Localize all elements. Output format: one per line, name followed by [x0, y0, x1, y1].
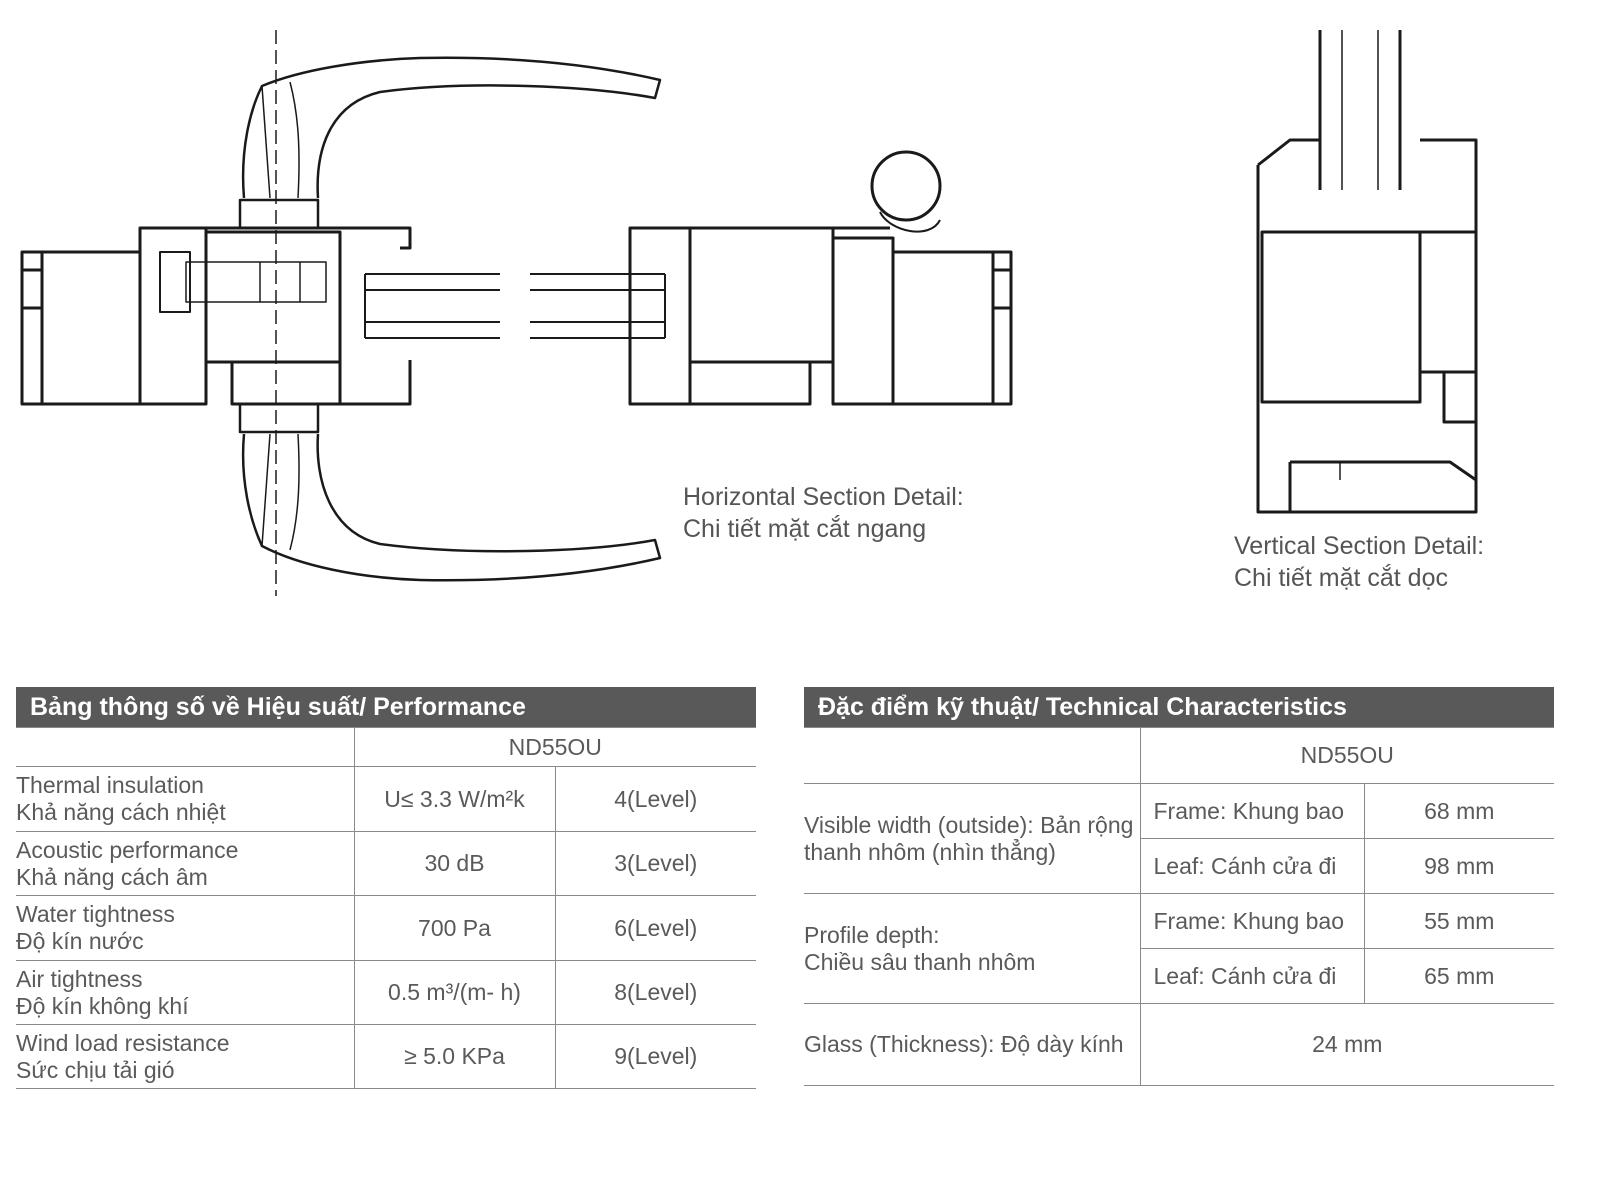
table-row: Glass (Thickness): Độ dày kính 24 mm: [804, 1003, 1554, 1086]
lever-handle-upper: [238, 56, 662, 228]
vertical-caption-en: Vertical Section Detail:: [1234, 532, 1485, 560]
row-label-en: Acoustic performance: [16, 836, 239, 863]
lever-handle-lower: [238, 404, 662, 582]
profile-depth-leaf-value: 65 mm: [1363, 948, 1554, 1004]
vertical-section: [1256, 30, 1478, 514]
row-value: 0.5 m³/(m- h): [353, 960, 555, 1025]
row-value: ≥ 5.0 KPa: [353, 1024, 555, 1089]
row-label-en: Air tightness: [16, 965, 143, 992]
profile-depth-frame-label: Frame: Khung bao: [1139, 893, 1364, 949]
row-value: U≤ 3.3 W/m²k: [353, 766, 555, 832]
horizontal-caption-vi: Chi tiết mặt cắt ngang: [683, 515, 927, 543]
horizontal-section-right: [628, 150, 1013, 406]
visible-width-leaf-label: Leaf: Cánh cửa đi: [1139, 838, 1364, 894]
section-drawings: [20, 30, 1478, 596]
row-level: 8(Level): [554, 960, 757, 1025]
performance-model: ND55OU: [353, 727, 757, 767]
glass-panel: [364, 273, 666, 339]
row-label-en: Thermal insulation: [16, 772, 204, 798]
profile-depth-leaf-label: Leaf: Cánh cửa đi: [1139, 948, 1364, 1004]
performance-title: Bảng thông số về Hiệu suất/ Performance: [16, 687, 757, 728]
visible-width-frame-label: Frame: Khung bao: [1139, 783, 1364, 839]
performance-table: Bảng thông số về Hiệu suất/ Performance …: [16, 687, 757, 1089]
row-label-vi: Độ kín nước: [16, 928, 144, 954]
glass-thickness-value: 24 mm: [1139, 1003, 1554, 1086]
row-label-vi: Khả năng cách nhiệt: [16, 799, 226, 825]
row-level: 3(Level): [554, 831, 757, 896]
row-level: 6(Level): [554, 895, 757, 961]
row-level: 9(Level): [554, 1024, 757, 1089]
profile-depth-frame-value: 55 mm: [1363, 893, 1554, 949]
technical-model: ND55OU: [1139, 727, 1554, 784]
technical-table: Đặc điểm kỹ thuật/ Technical Characteris…: [804, 687, 1554, 1086]
profile-depth-label-line1: Profile depth:: [804, 921, 940, 948]
row-label-en: Water tightness: [16, 901, 175, 927]
horizontal-section-caption: Horizontal Section Detail: Chi tiết mặt …: [683, 481, 964, 545]
row-label-en: Wind load resistance: [16, 1029, 230, 1056]
row-level: 4(Level): [554, 766, 757, 832]
horizontal-caption-en: Horizontal Section Detail:: [683, 483, 964, 511]
table-row: Leaf: Cánh cửa đi 98 mm: [804, 838, 1554, 894]
row-label-vi: Sức chịu tải gió: [16, 1056, 175, 1083]
vertical-caption-vi: Chi tiết mặt cắt dọc: [1234, 564, 1448, 592]
row-label-vi: Độ kín không khí: [16, 992, 189, 1019]
vertical-section-caption: Vertical Section Detail: Chi tiết mặt cắ…: [1234, 530, 1484, 594]
table-row: Profile depth:Chiều sâu thanh nhôm Frame…: [804, 893, 1554, 1004]
visible-width-frame-value: 68 mm: [1363, 783, 1554, 839]
row-value: 700 Pa: [353, 895, 555, 961]
row-label-vi: Khả năng cách âm: [16, 863, 208, 890]
glass-thickness-label: Glass (Thickness): Độ dày kính: [804, 1003, 1140, 1086]
visible-width-label-line2: thanh nhôm (nhìn thẳng): [804, 838, 1056, 865]
table-row: Leaf: Cánh cửa đi 65 mm: [804, 948, 1554, 1004]
visible-width-leaf-value: 98 mm: [1363, 838, 1554, 894]
visible-width-label-line1: Visible width (outside): Bản rộng: [804, 811, 1134, 838]
technical-title: Đặc điểm kỹ thuật/ Technical Characteris…: [804, 687, 1554, 728]
horizontal-section-left: [20, 226, 412, 406]
profile-depth-label-line2: Chiều sâu thanh nhôm: [804, 948, 1036, 975]
row-value: 30 dB: [353, 831, 555, 896]
